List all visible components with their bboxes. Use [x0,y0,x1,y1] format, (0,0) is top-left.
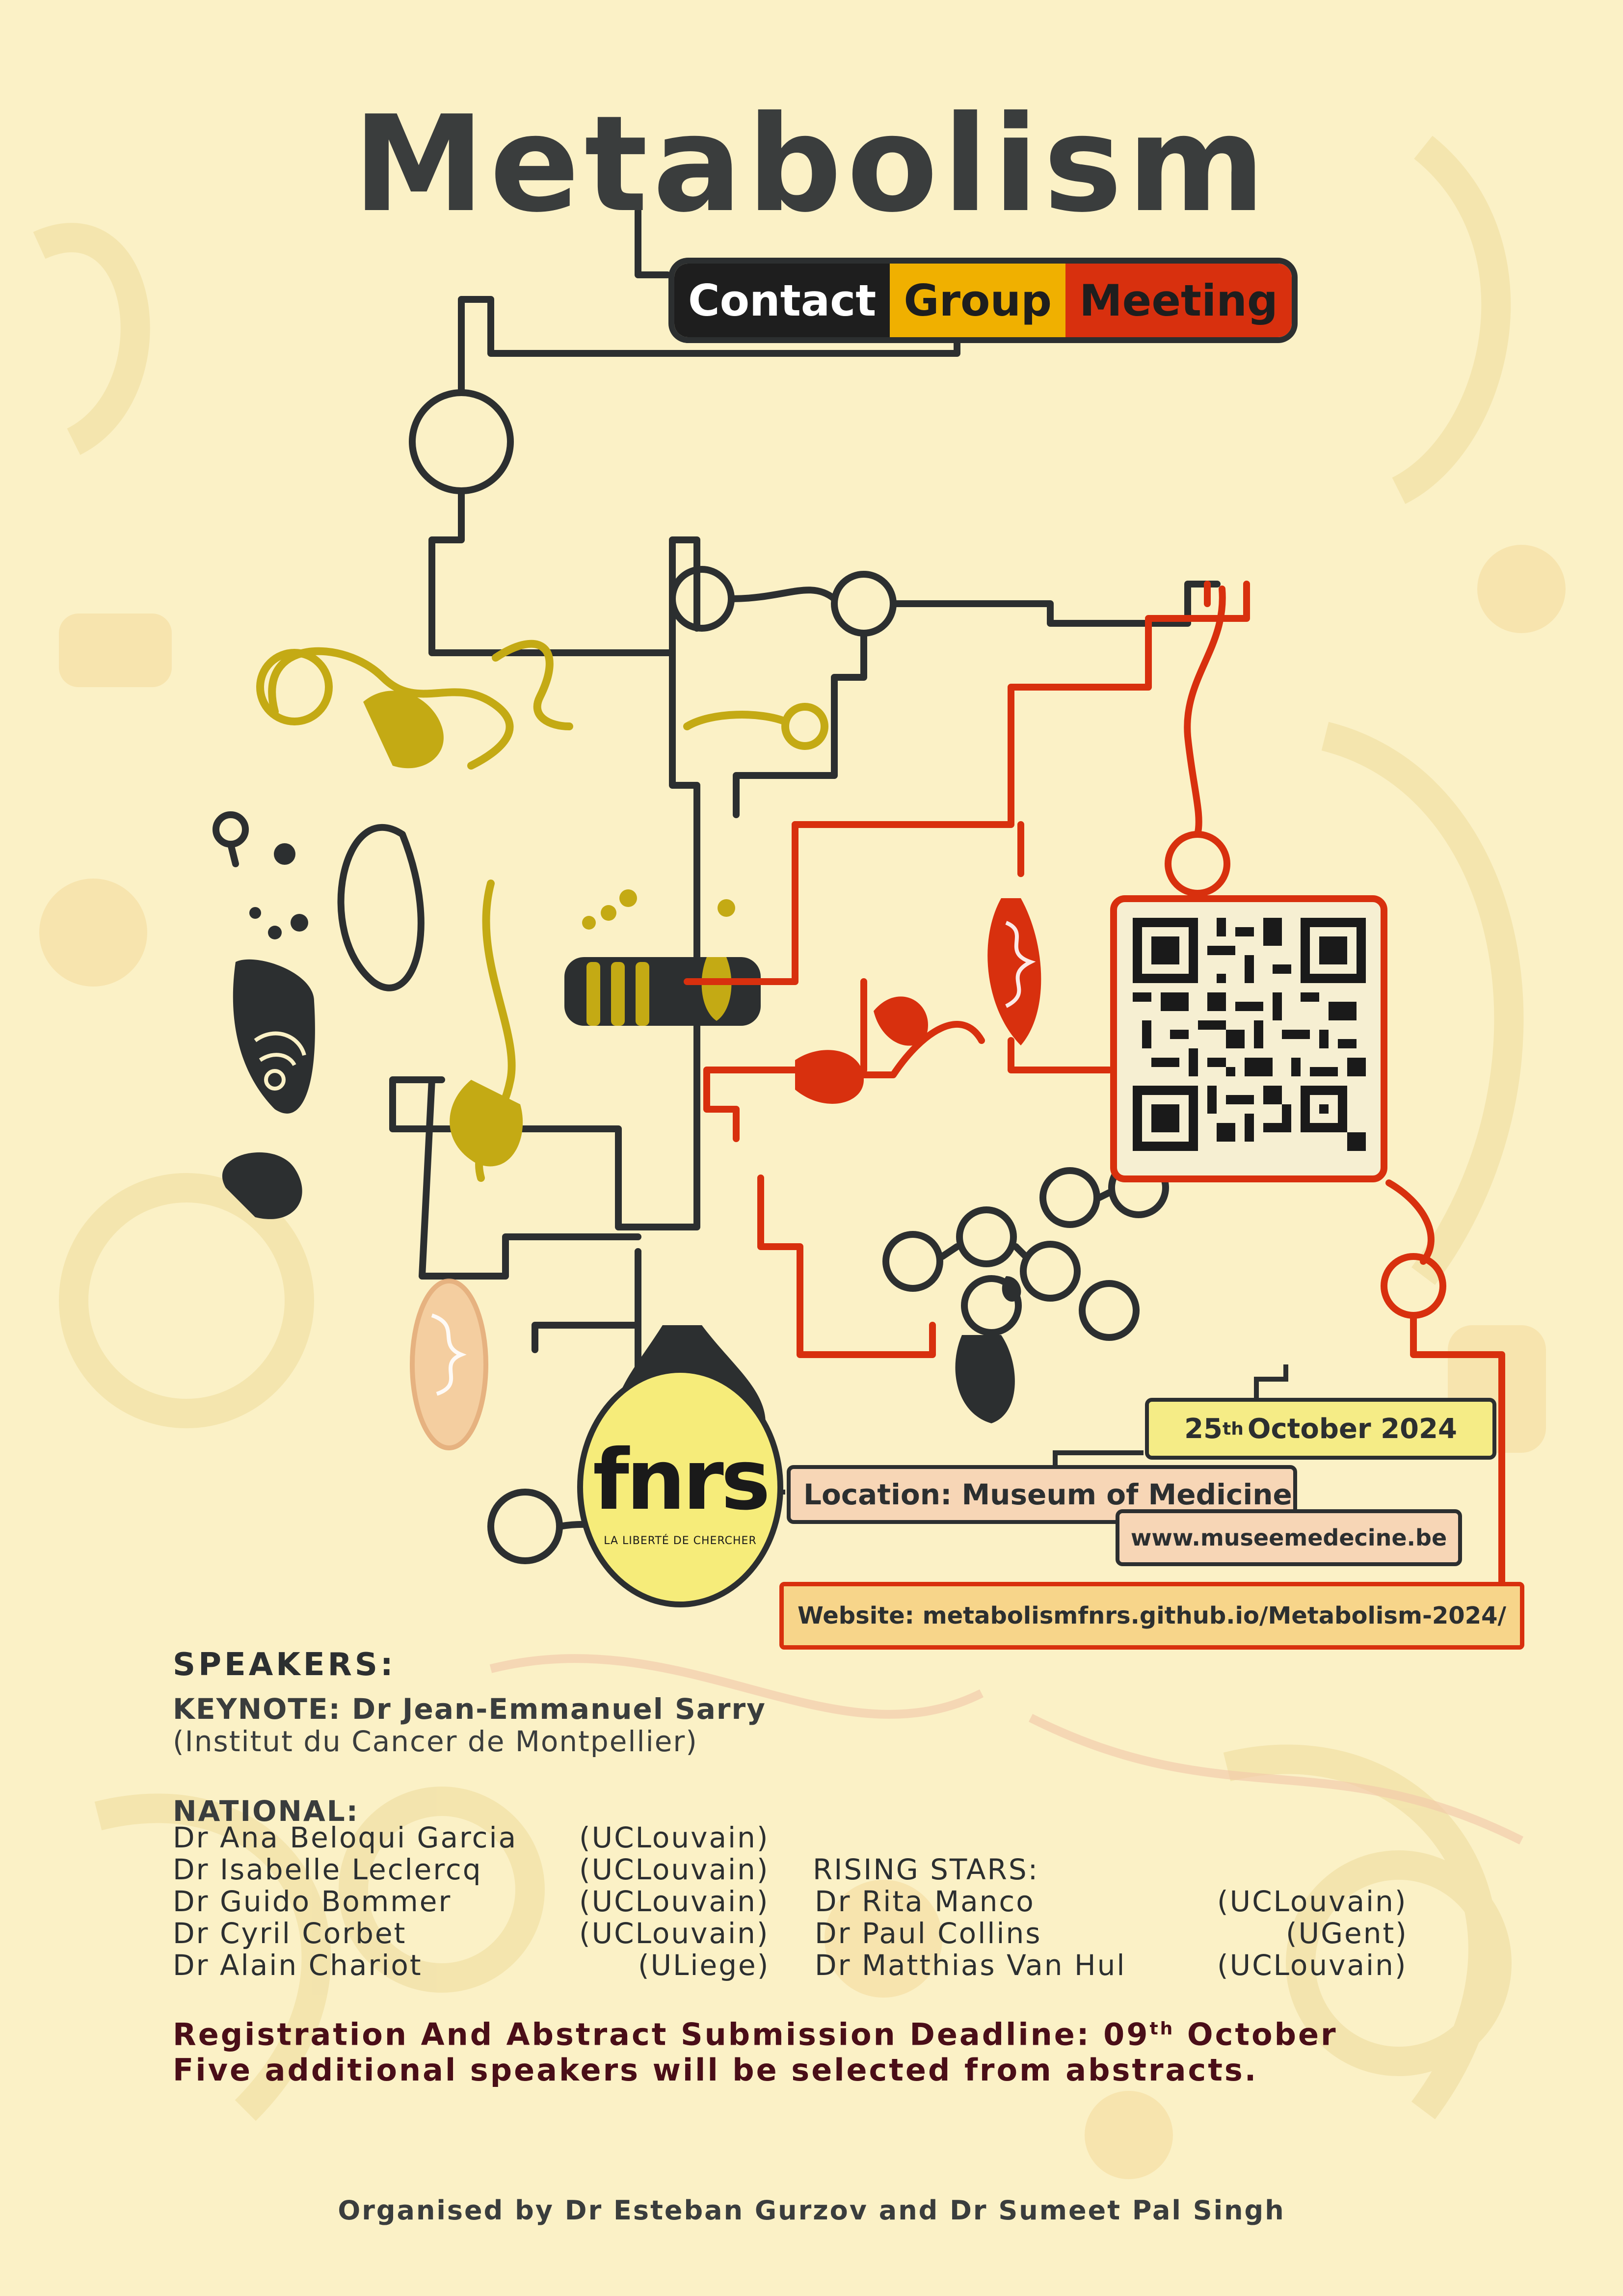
website-link[interactable]: Website: metabolismfnrs.github.io/Metabo… [779,1582,1524,1650]
national-speaker-name: Dr Cyril Corbet [173,1917,407,1950]
rising-star-name: Dr Rita Manco [815,1885,1035,1918]
qr-code-frame [1110,895,1387,1182]
speakers-section: SPEAKERS: KEYNOTE: Dr Jean-Emmanuel Sarr… [173,1647,1498,1828]
deadline-line1: Registration And Abstract Submission Dea… [173,2011,1338,2053]
national-heading: NATIONAL: [173,1794,359,1828]
national-speaker-affiliation: (UCLouvain) [579,1885,770,1918]
national-speaker-name: Dr Guido Bommer [173,1885,452,1918]
rising-star-affiliation: (UCLouvain) [1217,1885,1408,1918]
fnrs-logo-word: fnrs [592,1432,771,1529]
rising-star-affiliation: (UGent) [1286,1917,1408,1950]
deadline-line2: Five additional speakers will be selecte… [173,2052,1258,2088]
deadline-notice: Registration And Abstract Submission Dea… [173,2011,1338,2088]
speakers-heading: SPEAKERS: [173,1647,396,1683]
date-day: 25 [1184,1413,1223,1445]
event-location: Location: Museum of Medicine [787,1465,1297,1524]
location-url-link[interactable]: www.museemedecine.be [1116,1509,1462,1566]
rising-stars-heading: RISING STARS: [813,1853,1039,1886]
rising-star-affiliation: (UCLouvain) [1217,1949,1408,1982]
national-speaker-affiliation: (ULiege) [638,1949,770,1982]
national-speaker-name: Dr Alain Chariot [173,1949,423,1982]
rising-star-name: Dr Matthias Van Hul [815,1949,1126,1982]
keynote-line1: KEYNOTE: Dr Jean-Emmanuel Sarry [173,1692,766,1726]
subtitle-contact: Contact [674,264,890,337]
rising-star-name: Dr Paul Collins [815,1917,1042,1950]
date-month-year: October 2024 [1247,1413,1457,1445]
deadline-text: Registration And Abstract Submission Dea… [173,2016,1150,2053]
subtitle-group: Group [890,264,1066,337]
deadline-month: October [1174,2016,1338,2053]
keynote-line2: (Institut du Cancer de Montpellier) [173,1725,698,1758]
date-suffix: th [1223,1418,1244,1439]
organisers-footer: Organised by Dr Esteban Gurzov and Dr Su… [338,2195,1285,2226]
page-title: Metabolism [353,87,1270,241]
fnrs-logo: fnrs LA LIBERTÉ DE CHERCHER [577,1367,783,1607]
national-speaker-affiliation: (UCLouvain) [579,1821,770,1854]
subtitle-banner: Contact Group Meeting [668,258,1298,343]
national-speaker-affiliation: (UCLouvain) [579,1917,770,1950]
national-speaker-affiliation: (UCLouvain) [579,1853,770,1886]
subtitle-meeting: Meeting [1065,264,1292,337]
keynote-speaker: KEYNOTE: Dr Jean-Emmanuel Sarry (Institu… [173,1693,1498,1758]
national-speaker-name: Dr Ana Beloqui Garcia [173,1821,518,1854]
national-speaker-name: Dr Isabelle Leclercq [173,1853,482,1886]
qr-code-icon[interactable] [1133,918,1366,1151]
deadline-suffix: th [1149,2019,1175,2039]
fnrs-logo-tagline: LA LIBERTÉ DE CHERCHER [604,1535,757,1547]
